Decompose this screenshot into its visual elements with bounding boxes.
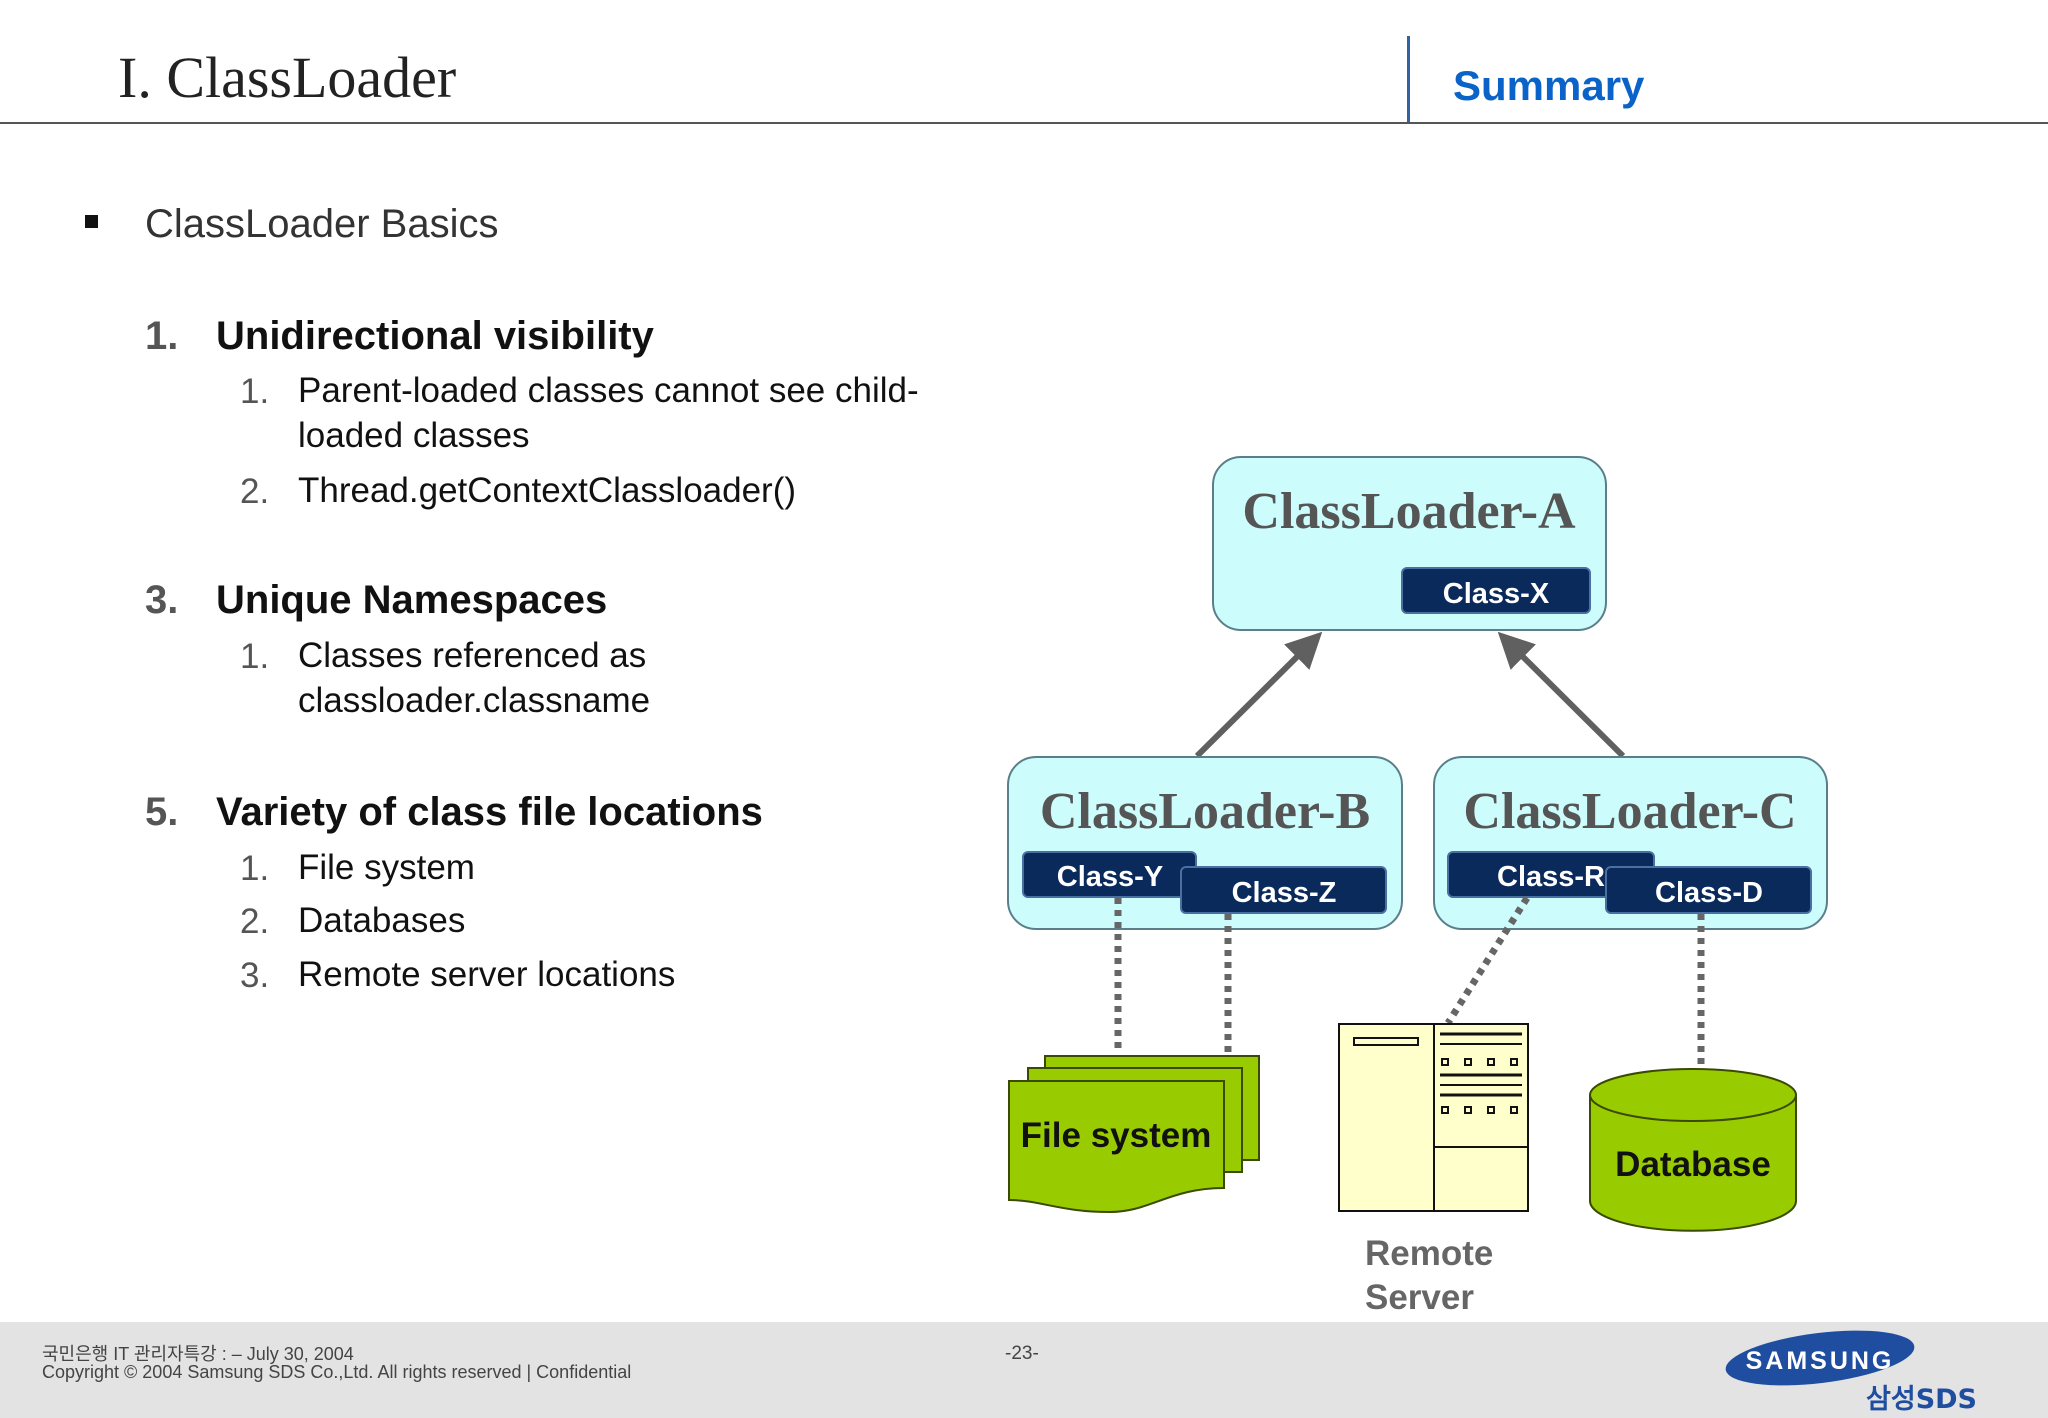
header-divider (1407, 36, 1410, 122)
subpoint-number: 2. (240, 902, 270, 941)
classloader-a-box: ClassLoader-A Class-X (1212, 456, 1607, 631)
point-number: 3. (145, 578, 179, 622)
classloader-b-box: ClassLoader-B Class-Y Class-Z (1007, 756, 1403, 930)
logo-sub-text: 삼성SDS (1866, 1384, 1977, 1413)
link-class-r-remote-server (1445, 896, 1530, 1025)
class-z-label: Class-Z (1232, 877, 1337, 909)
logo-brand-text: SAMSUNG (1746, 1347, 1895, 1375)
subpoint-text: Thread.getContextClassloader() (298, 468, 796, 513)
file-system-icon: File system (1008, 1055, 1260, 1214)
footer-copyright-line: Copyright © 2004 Samsung SDS Co.,Ltd. Al… (42, 1362, 632, 1382)
remote-server-label-line2: Server (1365, 1278, 1474, 1317)
samsung-sds-logo-icon: SAMSUNG 삼성SDS (1725, 1330, 1977, 1413)
subpoint-text: File system (298, 845, 475, 890)
arrow-b-to-a (1194, 631, 1323, 759)
point-heading: Unidirectional visibility (216, 314, 654, 358)
intro-heading: ClassLoader Basics (145, 202, 499, 246)
point-heading: Variety of class file locations (216, 790, 763, 834)
subpoint-line: Databases (298, 901, 466, 940)
class-d-label: Class-D (1655, 877, 1763, 909)
point-number: 5. (145, 790, 179, 834)
footer-bar (0, 1322, 2048, 1418)
subpoint-line: Classes referenced as (298, 636, 647, 675)
subpoint-line: Remote server locations (298, 955, 676, 994)
subpoint-text: Parent-loaded classes cannot see child- … (298, 368, 919, 458)
subpoint-text: Databases (298, 898, 465, 943)
classloader-c-box: ClassLoader-C Class-R Class-D (1433, 756, 1828, 930)
header-rule (0, 122, 2048, 124)
class-r-label: Class-R (1497, 861, 1605, 893)
file-system-label: File system (1021, 1116, 1212, 1155)
server-icon (1338, 1023, 1529, 1212)
remote-server-label-line1: Remote (1365, 1234, 1493, 1273)
subpoint-line: classloader.classname (298, 681, 651, 720)
subpoint-line: Parent-loaded classes cannot see child- (298, 371, 919, 410)
subpoint-line: loaded classes (298, 416, 530, 455)
section-label: Summary (1453, 62, 1645, 109)
subpoint-line: File system (298, 848, 475, 887)
database-label: Database (1615, 1145, 1771, 1184)
subpoint-text: Classes referenced as classloader.classn… (298, 633, 650, 723)
subpoint-text: Remote server locations (298, 952, 675, 997)
classloader-c-label: ClassLoader-C (1463, 783, 1796, 840)
classloader-b-label: ClassLoader-B (1040, 783, 1370, 840)
page-number: -23- (1005, 1343, 1039, 1364)
bullet-square-icon (85, 215, 98, 228)
class-z-chip (1180, 866, 1387, 914)
class-x-chip (1401, 567, 1591, 614)
classloader-a-label: ClassLoader-A (1242, 483, 1576, 540)
slide-title: I. ClassLoader (118, 45, 457, 110)
point-heading: Unique Namespaces (216, 578, 608, 622)
subpoint-number: 3. (240, 956, 270, 995)
class-d-chip (1605, 866, 1812, 914)
database-icon: Database (1589, 1068, 1797, 1232)
class-x-label: Class-X (1443, 578, 1550, 610)
point-number: 1. (145, 314, 179, 358)
subpoint-number: 2. (240, 472, 270, 511)
arrow-c-to-a (1497, 631, 1626, 759)
footer-event-line: 국민은행 IT 관리자특강 : – July 30, 2004 (42, 1344, 354, 1364)
subpoint-number: 1. (240, 849, 270, 888)
subpoint-number: 1. (240, 372, 270, 411)
subpoint-number: 1. (240, 637, 270, 676)
subpoint-line: Thread.getContextClassloader() (298, 471, 797, 510)
class-y-label: Class-Y (1057, 861, 1163, 893)
